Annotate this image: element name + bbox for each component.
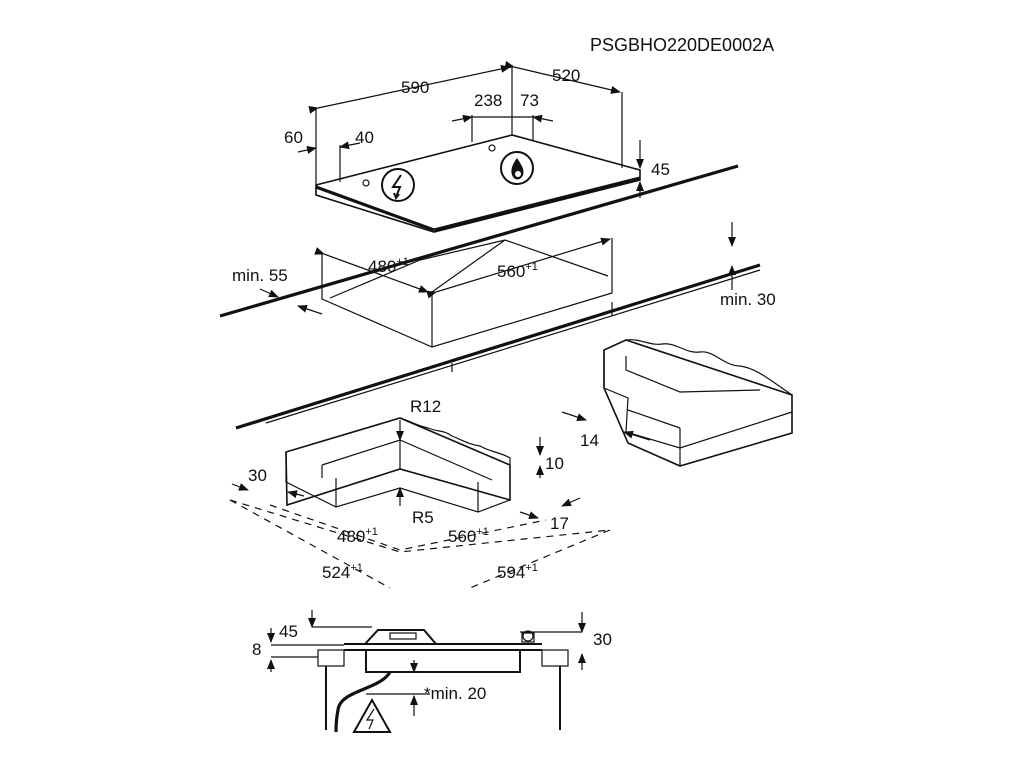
section-height-8-label: 8 (252, 640, 261, 659)
section-clearance-label: *min. 20 (424, 684, 486, 703)
frame-offset-17-label: 17 (550, 514, 569, 533)
frame-profile-rebate-piece (561, 339, 793, 467)
hob-depth-label: 520 (552, 66, 580, 85)
frame-width-30-label: 30 (248, 466, 267, 485)
frame-inner-width-label: 480+1 (337, 526, 378, 546)
section-view (267, 610, 586, 733)
cutout-clearance-rear-label: min. 30 (720, 290, 776, 309)
hob-width-label: 590 (401, 78, 429, 97)
cutout-depth-label: 560+1 (497, 261, 538, 281)
frame-profile-l-piece (229, 417, 611, 589)
section-height-30-label: 30 (593, 630, 612, 649)
frame-outer-depth-label: 594+1 (497, 562, 538, 582)
hob-offset-73-label: 73 (520, 91, 539, 110)
high-voltage-warning-icon (352, 697, 392, 733)
worktop-cutout (219, 164, 761, 430)
hob-edge-60-label: 60 (284, 128, 303, 147)
hob-edge-40-label: 40 (355, 128, 374, 147)
section-height-45-label: 45 (279, 622, 298, 641)
frame-radius-inner-label: R5 (412, 508, 434, 527)
frame-radius-outer-label: R12 (410, 397, 441, 416)
cutout-clearance-front-label: min. 55 (232, 266, 288, 285)
frame-inner-depth-label: 560+1 (448, 526, 489, 546)
cutout-width-label: 480+1 (368, 256, 409, 276)
drawing-code: PSGBHO220DE0002A (590, 35, 774, 55)
frame-rebate-14-label: 14 (580, 431, 599, 450)
frame-height-10-label: 10 (545, 454, 564, 473)
hob-top-view (297, 61, 644, 233)
electric-connection-icon (381, 168, 415, 202)
hob-height-label: 45 (651, 160, 670, 179)
hob-offset-238-label: 238 (474, 91, 502, 110)
gas-flame-icon (500, 151, 534, 185)
frame-outer-width-label: 524+1 (322, 562, 363, 582)
